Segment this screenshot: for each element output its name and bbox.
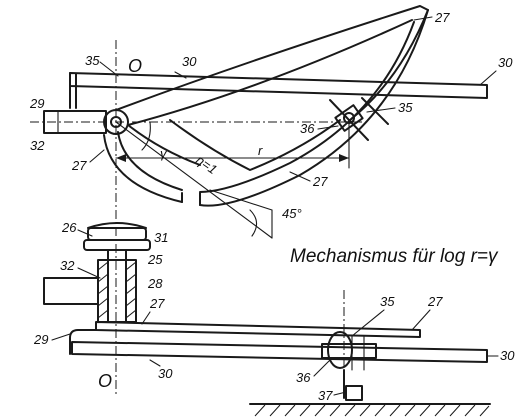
angle-45-arc (249, 209, 258, 237)
hub-outer (103, 109, 129, 135)
gamma-arc (141, 121, 151, 151)
label-27-left: 27 (71, 158, 87, 173)
guide-35-left (69, 72, 77, 109)
label-29-side: 29 (33, 332, 48, 347)
label-27-side-right: 27 (427, 294, 443, 309)
shaft-32 (43, 110, 107, 134)
label-35-right: 35 (398, 100, 413, 115)
gamma-label: γ (160, 146, 168, 161)
r-arrow-left (116, 154, 126, 162)
slider-36 (329, 97, 389, 141)
label-29-top: 29 (29, 96, 44, 111)
pulley-top (87, 222, 147, 229)
label-36-top: 36 (300, 121, 315, 136)
label-25: 25 (147, 252, 163, 267)
label-32-top: 32 (30, 138, 45, 153)
top-view: O γ r η=1 45° 27 35 30 30 29 32 35 36 27… (29, 5, 513, 395)
arc-27-inner (117, 131, 183, 191)
spiral-27-inner (199, 21, 415, 193)
bracket-29 (69, 329, 97, 355)
slider-disc-35 (327, 331, 353, 369)
ground-hatch (254, 404, 490, 417)
bar-30-side (71, 341, 488, 363)
arm-27-upper (115, 5, 429, 121)
leader-35-right (366, 107, 396, 113)
origin-label-top: O (128, 56, 142, 76)
label-35-side: 35 (380, 294, 395, 309)
arc-27-outer (103, 134, 183, 203)
side-view: 26 31 32 25 28 27 27 29 35 30 30 36 37 O (33, 220, 515, 417)
label-32-side: 32 (60, 258, 75, 273)
r-arrow-right (339, 154, 349, 162)
eta-diagonal (115, 121, 273, 239)
angle-45-label: 45° (282, 206, 302, 221)
spiral-27-outer (199, 9, 429, 207)
label-36-side: 36 (296, 370, 311, 385)
arm-27-inner (127, 19, 413, 126)
eta-label: η=1 (193, 152, 220, 177)
label-26: 26 (61, 220, 77, 235)
pulley-26 (87, 227, 147, 241)
label-30-upper: 30 (182, 54, 197, 69)
label-30-right: 30 (498, 55, 513, 70)
hub-inner (110, 116, 122, 128)
slider-block-36 (321, 343, 377, 359)
label-27-tip: 27 (434, 10, 450, 25)
leader-35-left (99, 61, 119, 77)
hatching-28 (97, 261, 137, 319)
label-30-side-bottom: 30 (158, 366, 173, 381)
caption: Mechanismus für log r=γ (290, 246, 499, 267)
roller-37 (345, 385, 363, 401)
label-37: 37 (318, 388, 333, 403)
inner-loop (169, 119, 341, 171)
plate-27 (95, 321, 421, 338)
shaft-32-side (43, 277, 99, 305)
label-27-mid: 27 (312, 174, 328, 189)
inner-loop-left (127, 124, 201, 166)
r-label: r (258, 143, 263, 158)
angle-45-line (209, 189, 273, 211)
label-27-side-left: 27 (149, 296, 165, 311)
label-28: 28 (147, 276, 163, 291)
origin-label-side: O (98, 371, 112, 391)
pulley-31 (83, 239, 151, 251)
label-35-left: 35 (85, 53, 100, 68)
label-31: 31 (154, 230, 168, 245)
label-30-side-right: 30 (500, 348, 515, 363)
